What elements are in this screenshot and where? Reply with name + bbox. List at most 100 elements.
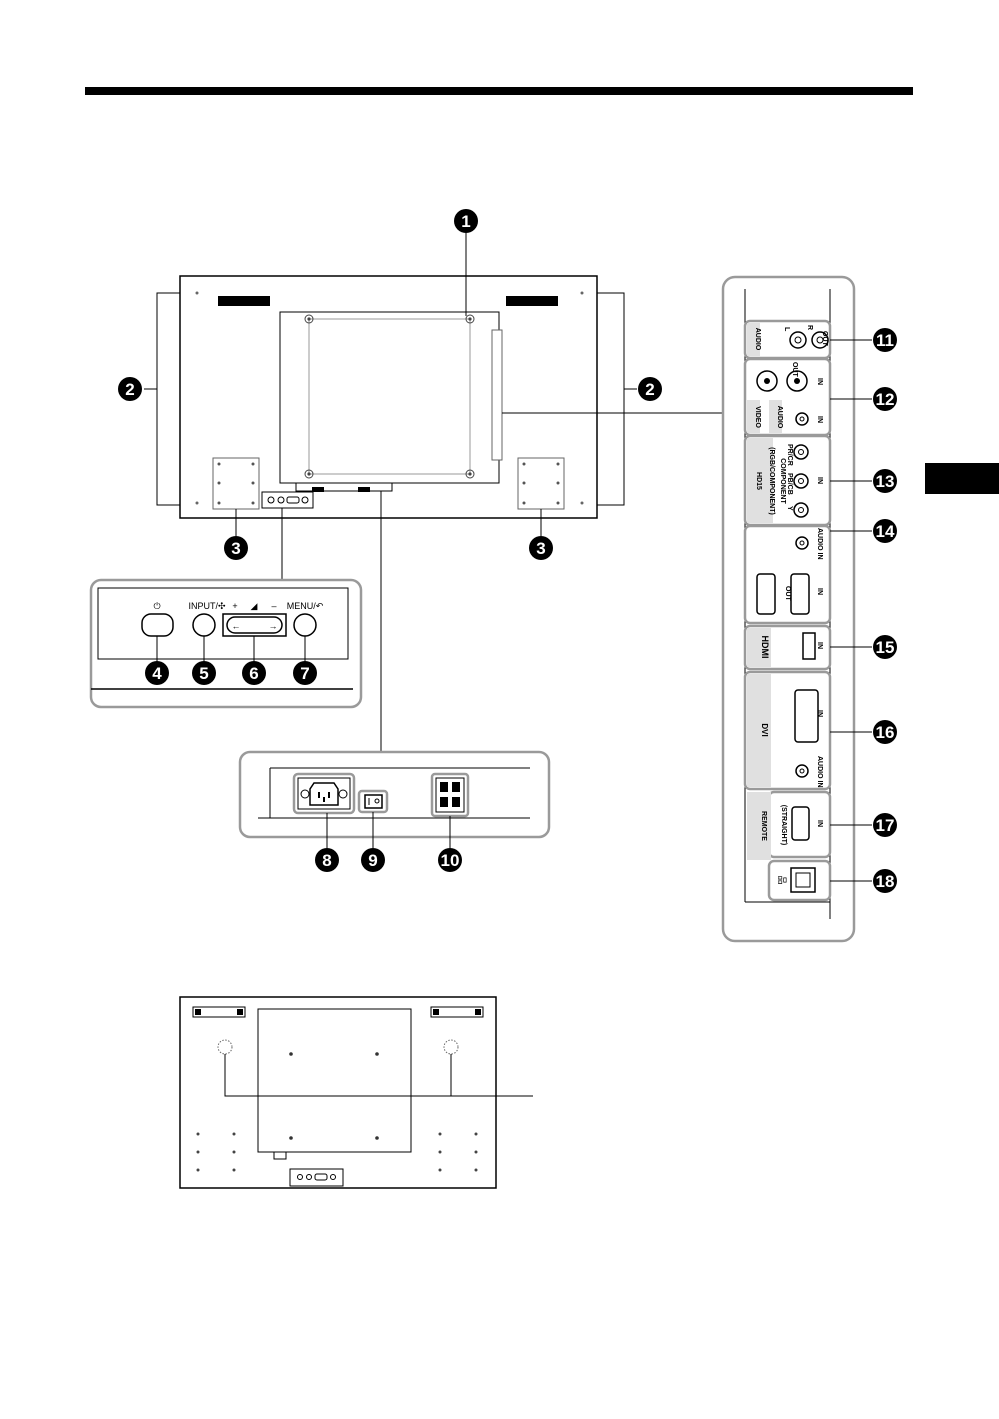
- callout-number: 1: [461, 212, 470, 231]
- dvi-in-port[interactable]: [795, 690, 818, 742]
- hd15-audio-in-jack[interactable]: [796, 537, 808, 549]
- callout-14: 14: [873, 519, 897, 543]
- power-symbol: ⏻: [153, 601, 160, 611]
- dvi-in-text: IN: [816, 710, 823, 717]
- volume-plus-label: +: [232, 601, 237, 611]
- video-in-text: IN: [816, 378, 823, 385]
- volume-icon: ◢: [251, 601, 258, 611]
- control-buttons-panel: ⏻ INPUT/✣ + ◢ – MENU/↶ ← →: [91, 580, 361, 707]
- hdmi-in-port[interactable]: [803, 633, 815, 659]
- callout-number: 10: [441, 851, 460, 870]
- callout-6: 6: [242, 661, 266, 685]
- video-audio-in-jack[interactable]: [796, 413, 808, 425]
- top-left-handle: [218, 296, 270, 306]
- callout-number: 14: [876, 522, 895, 541]
- remote-in-text: IN: [816, 820, 823, 827]
- hd15-out-text: OUT: [784, 586, 791, 602]
- callout-9: 9: [361, 848, 385, 872]
- lan-icon: 品: [777, 875, 787, 884]
- pb-cb-jack[interactable]: [794, 474, 808, 488]
- callout-number: 18: [876, 872, 895, 891]
- menu-label: MENU/↶: [287, 601, 324, 611]
- hdmi-logo: HDMI: [760, 636, 770, 659]
- hd15-title: HD15: [755, 472, 762, 490]
- callout-17: 17: [873, 813, 897, 837]
- connector-panel: AUDIO L R OUT VIDEO AUDIO OUT IN IN HD15…: [723, 277, 872, 941]
- callout-2: 2: [118, 377, 142, 401]
- callout-3: 3: [529, 536, 553, 560]
- callout-2: 2: [638, 377, 662, 401]
- callout-number: 2: [645, 380, 654, 399]
- callout-12: 12: [873, 387, 897, 411]
- hd15-subtitle: (RGB/COMPONENT): [768, 447, 775, 515]
- pb-cb-label: PB/CB: [786, 473, 793, 495]
- audio-out-label: AUDIO: [754, 328, 761, 351]
- callout-16: 16: [873, 720, 897, 744]
- hd15-audio-in-text: AUDIO IN: [816, 528, 823, 560]
- rear-view-with-speakers: [180, 997, 533, 1188]
- lan-port[interactable]: [791, 868, 815, 892]
- arrow-left-icon: ←: [232, 621, 241, 631]
- callout-11: 11: [873, 328, 897, 352]
- audio-out-left-jack[interactable]: [790, 332, 806, 348]
- callout-number: 8: [322, 851, 331, 870]
- callout-3: 3: [224, 536, 248, 560]
- callout-number: 9: [368, 851, 377, 870]
- audio-out-text: OUT: [821, 331, 828, 347]
- video-audio-label: AUDIO: [776, 406, 783, 429]
- video-label: VIDEO: [754, 406, 761, 428]
- callout-7: 7: [293, 661, 317, 685]
- component-label: COMPONENT: [779, 458, 786, 504]
- hd15-in-text: IN: [816, 588, 823, 595]
- callout-1: 1: [454, 209, 478, 233]
- speaker-mount-left: [218, 1040, 232, 1054]
- callout-13: 13: [873, 469, 897, 493]
- callout-number: 4: [152, 664, 162, 683]
- menu-button[interactable]: [294, 614, 316, 636]
- remote-label: REMOTE: [760, 811, 767, 841]
- callout-8: 8: [315, 848, 339, 872]
- callout-number: 12: [876, 390, 895, 409]
- video-audio-in-text: IN: [816, 416, 823, 423]
- callout-number: 11: [876, 331, 894, 350]
- callout-number: 3: [231, 539, 240, 558]
- y-jack[interactable]: [794, 503, 808, 517]
- input-label: INPUT/✣: [188, 601, 226, 611]
- main-power-switch[interactable]: [365, 795, 382, 808]
- dvi-audio-in-jack[interactable]: [796, 765, 808, 777]
- callout-number: 16: [876, 723, 895, 742]
- pr-cr-jack[interactable]: [794, 445, 808, 459]
- dvi-audio-in-text: AUDIO IN: [816, 756, 823, 788]
- dvi-label: DVI: [760, 723, 769, 736]
- volume-minus-label: –: [271, 601, 276, 611]
- remote-in-port[interactable]: [792, 807, 809, 840]
- component-in-text: IN: [816, 477, 823, 484]
- callout-15: 15: [873, 635, 897, 659]
- input-button[interactable]: [193, 614, 215, 636]
- callout-4: 4: [145, 661, 169, 685]
- top-right-handle: [506, 296, 558, 306]
- hdmi-in-text: IN: [816, 642, 823, 649]
- left-speaker-bracket: [213, 458, 259, 509]
- hd15-out-port[interactable]: [757, 574, 775, 614]
- audio-l-label: L: [783, 327, 790, 332]
- callout-18: 18: [873, 869, 897, 893]
- callout-number: 2: [125, 380, 134, 399]
- straight-label: (STRAIGHT): [780, 805, 787, 845]
- video-out-text: OUT: [791, 362, 798, 378]
- speaker-mount-right: [444, 1040, 458, 1054]
- callout-10: 10: [438, 848, 462, 872]
- hd15-in-port[interactable]: [791, 574, 809, 614]
- callout-5: 5: [192, 661, 216, 685]
- audio-r-label: R: [806, 325, 813, 330]
- callout-number: 7: [300, 664, 309, 683]
- arrow-right-icon: →: [269, 621, 278, 631]
- callout-number: 13: [876, 472, 895, 491]
- right-speaker-bracket: [518, 458, 564, 509]
- callout-number: 15: [876, 638, 895, 657]
- y-label: Y: [786, 506, 793, 511]
- monitor-rear-panel: [180, 276, 597, 518]
- power-button[interactable]: [142, 614, 173, 636]
- pr-cr-label: PR/CR: [786, 444, 793, 466]
